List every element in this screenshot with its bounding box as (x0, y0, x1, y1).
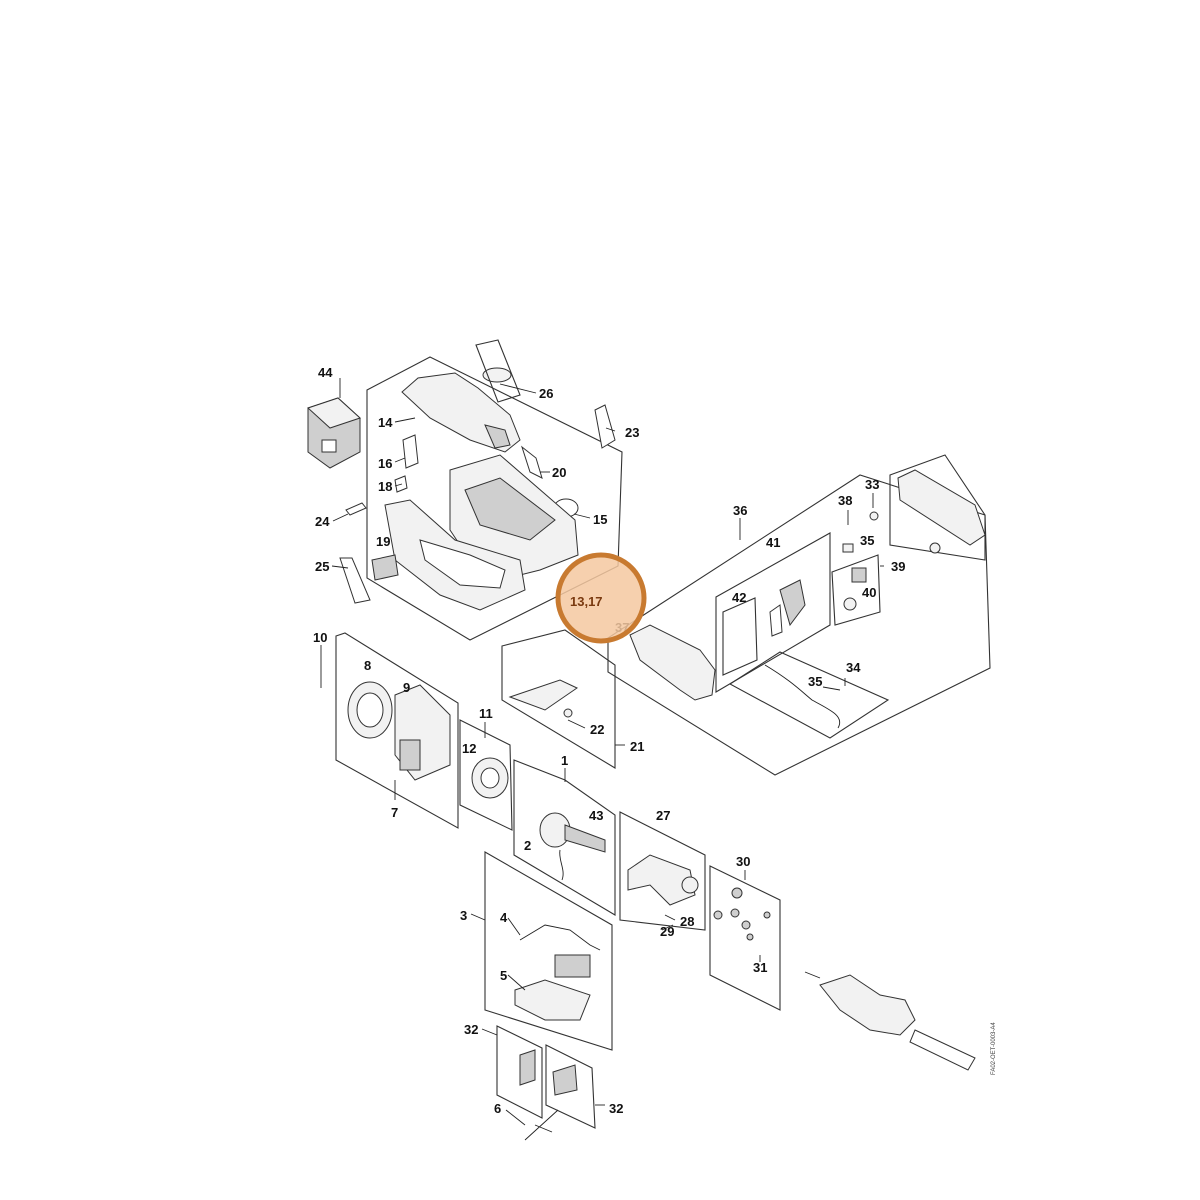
electronics-module-part (554, 954, 591, 978)
group-frames (335, 356, 991, 1129)
callout-6: 6 (494, 1101, 501, 1116)
callout-32a: 32 (464, 1022, 478, 1037)
piece-25 (339, 557, 371, 604)
callout-23: 23 (625, 425, 639, 440)
callout-38: 38 (838, 493, 852, 508)
callout-41: 41 (766, 535, 780, 550)
seal-part (521, 445, 543, 479)
trigger-part (779, 579, 806, 627)
switch-part (851, 567, 867, 583)
callout-19: 19 (376, 534, 390, 549)
frame-26 (475, 339, 521, 403)
callout-27: 27 (656, 808, 670, 823)
callout-4: 4 (500, 910, 508, 925)
frame-32b (545, 1044, 596, 1129)
callout-40: 40 (862, 585, 876, 600)
rear-handle-part (629, 624, 716, 701)
callout-10: 10 (313, 630, 327, 645)
frame-34 (728, 651, 890, 739)
piece-24 (345, 502, 367, 516)
highlight-circle[interactable] (555, 552, 647, 644)
callout-35b: 35 (808, 674, 822, 689)
callout-33: 33 (865, 477, 879, 492)
label-part-16 (402, 434, 419, 469)
callout-14: 14 (378, 415, 393, 430)
handle-rail-part (897, 469, 986, 546)
frame-electronics (484, 851, 613, 1051)
callout-15: 15 (593, 512, 607, 527)
frame-32a (496, 1025, 543, 1119)
callout-20: 20 (552, 465, 566, 480)
callout-31: 31 (753, 960, 767, 975)
callout-26: 26 (539, 386, 553, 401)
frame-11 (459, 719, 513, 831)
callout-24: 24 (315, 514, 330, 529)
callout-43: 43 (589, 808, 603, 823)
frame-21 (501, 629, 616, 769)
highlight-label: 13,17 (570, 594, 603, 609)
cap-part (482, 367, 512, 383)
callout-7: 7 (391, 805, 398, 820)
bracket-part-a (519, 1049, 536, 1086)
callout-32b: 32 (609, 1101, 623, 1116)
parts (307, 339, 986, 1141)
callout-12: 12 (462, 741, 476, 756)
callout-29: 29 (660, 924, 674, 939)
callout-25: 25 (315, 559, 329, 574)
frame-blower (335, 632, 459, 829)
piece-23 (594, 404, 616, 449)
frame-42 (722, 597, 758, 676)
callout-3: 3 (460, 908, 467, 923)
frame-40 (831, 554, 881, 626)
gear-housing-part (627, 854, 696, 906)
callout-35a: 35 (860, 533, 874, 548)
callout-16: 16 (378, 456, 392, 471)
battery-part (307, 397, 361, 469)
frame-41 (715, 532, 831, 693)
callout-28: 28 (680, 914, 694, 929)
callout-8: 8 (364, 658, 371, 673)
cover-part (508, 679, 579, 711)
callout-36: 36 (733, 503, 747, 518)
nut-part (731, 887, 743, 899)
frame-33 (889, 454, 986, 561)
frame-30 (709, 865, 781, 1011)
figure-code: FA02-OET-0003-A4 (991, 1022, 997, 1075)
machine-overview (819, 974, 916, 1036)
leader-lines (320, 378, 884, 1126)
tool-part (524, 1109, 559, 1141)
wiring-harness-part (519, 924, 601, 951)
callout-34: 34 (846, 660, 861, 675)
highlight-marker[interactable]: 13,17 (555, 552, 647, 644)
callout-39: 39 (891, 559, 905, 574)
frame-motor (513, 759, 616, 916)
callout-labels: 44 26 14 23 16 20 18 24 15 19 25 36 38 3… (313, 365, 905, 1116)
callout-5: 5 (500, 968, 507, 983)
callout-44: 44 (318, 365, 333, 380)
frame-27 (619, 811, 706, 931)
callout-30: 30 (736, 854, 750, 869)
callout-22: 22 (590, 722, 604, 737)
callout-18: 18 (378, 479, 392, 494)
frame-handle-assembly (607, 474, 991, 776)
callout-9: 9 (403, 680, 410, 695)
callout-1: 1 (561, 753, 568, 768)
callout-11: 11 (479, 706, 493, 721)
callout-2: 2 (524, 838, 531, 853)
callout-21: 21 (630, 739, 644, 754)
cable-part (764, 664, 841, 729)
electronics-tray-part (514, 979, 591, 1021)
bracket-part-b (552, 1064, 578, 1096)
callout-42: 42 (732, 590, 746, 605)
